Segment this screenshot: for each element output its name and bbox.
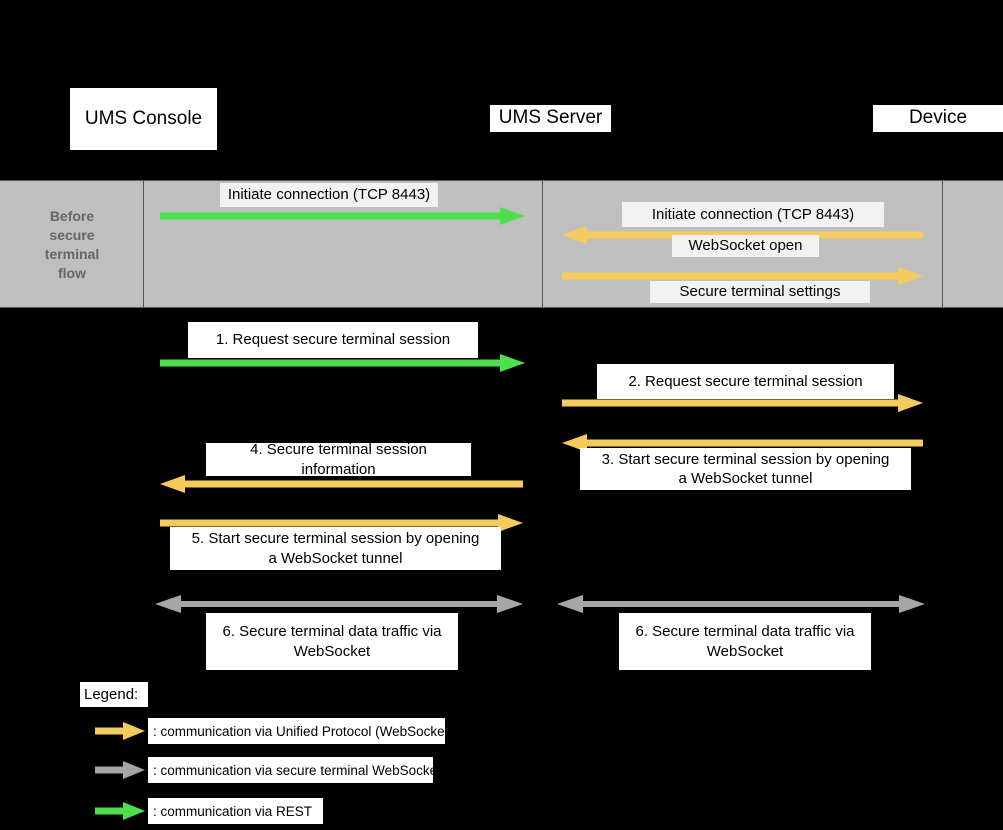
arrow-step-5-unified-protocol (160, 512, 523, 534)
arrow-step-2-unified-protocol (562, 392, 923, 414)
phase-band-label-cell: Before secure terminal flow (0, 180, 144, 308)
message-band-initiate-connection-console: Initiate connection (TCP 8443) (220, 183, 438, 207)
message-band-secure-terminal-settings: Secure terminal settings (650, 281, 870, 303)
legend-arrow-right-icon-unified-protocol (95, 721, 145, 741)
message-step-3: 3. Start secure terminal session by open… (580, 448, 911, 490)
message-band-websocket-open: WebSocket open (672, 235, 819, 257)
legend-title: Legend: (80, 682, 148, 707)
arrow-step-6b-secure-terminal-websocket (557, 593, 925, 615)
participant-label: UMS Server (498, 107, 603, 129)
message-step-6b: 6. Secure terminal data traffic via WebS… (619, 613, 871, 670)
arrow-step-4-unified-protocol (160, 473, 523, 495)
message-step-1: 1. Request secure terminal session (188, 322, 478, 358)
arrow-step-6a-secure-terminal-websocket (155, 593, 523, 615)
phase-band-label: Before secure terminal flow (44, 208, 100, 281)
message-step-6a: 6. Secure terminal data traffic via WebS… (206, 613, 458, 670)
legend-entry-unified-protocol: : communication via Unified Protocol (We… (148, 718, 453, 744)
participant-ums-server: UMS Server (490, 105, 611, 132)
arrow-band-initiate-connection-rest (160, 205, 525, 227)
participant-label: Device (908, 107, 968, 129)
message-step-2: 2. Request secure terminal session (597, 364, 894, 399)
message-step-5: 5. Start secure terminal session by open… (170, 527, 501, 570)
legend-arrow-right-icon-rest (95, 801, 145, 821)
legend-entry-secure-terminal-websocket: : communication via secure terminal WebS… (148, 757, 441, 783)
arrow-band-secure-terminal-settings (562, 265, 923, 287)
message-step-4: 4. Secure terminal session information (206, 441, 471, 478)
message-band-initiate-connection-device: Initiate connection (TCP 8443) (622, 202, 884, 227)
legend-entry-rest: : communication via REST (148, 798, 323, 824)
participant-ums-console: UMS Console (70, 88, 217, 150)
participant-device: Device (873, 105, 1003, 132)
phase-band-tail (943, 180, 1003, 308)
arrow-step-1-rest (160, 352, 525, 374)
participant-label: UMS Console (84, 107, 203, 129)
arrow-step-3-unified-protocol (562, 432, 923, 454)
legend-arrow-right-icon-secure-terminal-websocket (95, 760, 145, 780)
